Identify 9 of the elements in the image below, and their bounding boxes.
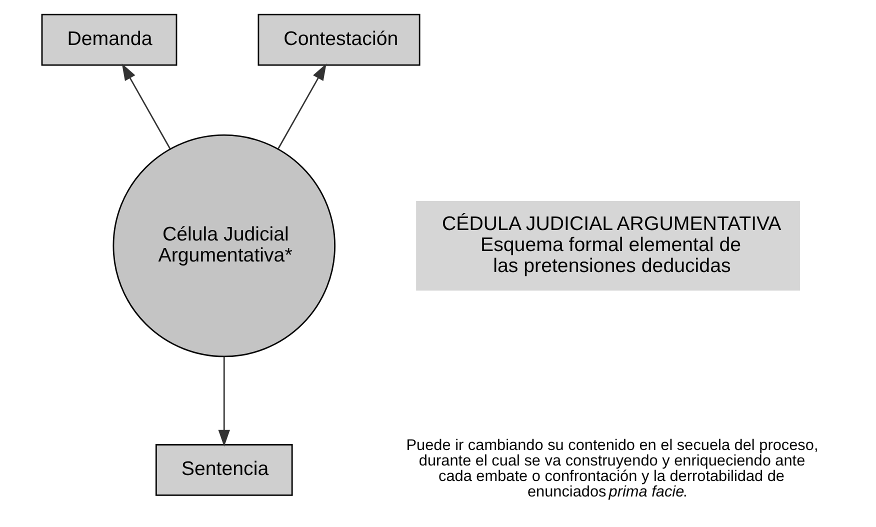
arrow	[218, 356, 230, 446]
arrow	[121, 62, 170, 149]
node-box: Demanda	[40, 13, 177, 66]
node-circle: Célula Judicial Argumentativa*	[112, 134, 336, 357]
arrow	[277, 62, 326, 149]
label: Puede ir cambiando su contenido en el secuela del proceso, durante el cual se va construyendo y enriqueciendo ante cada embate o confrontación y la derrotabilidad de enunciados prima facie.	[406, 436, 818, 500]
node-box: Contestación	[257, 13, 420, 66]
node-box: CÉDULA JUDICIAL ARGUMENTATIVA Esquema formal elemental de las pretensiones deducidas	[416, 200, 800, 290]
node-box: Sentencia	[154, 444, 292, 496]
